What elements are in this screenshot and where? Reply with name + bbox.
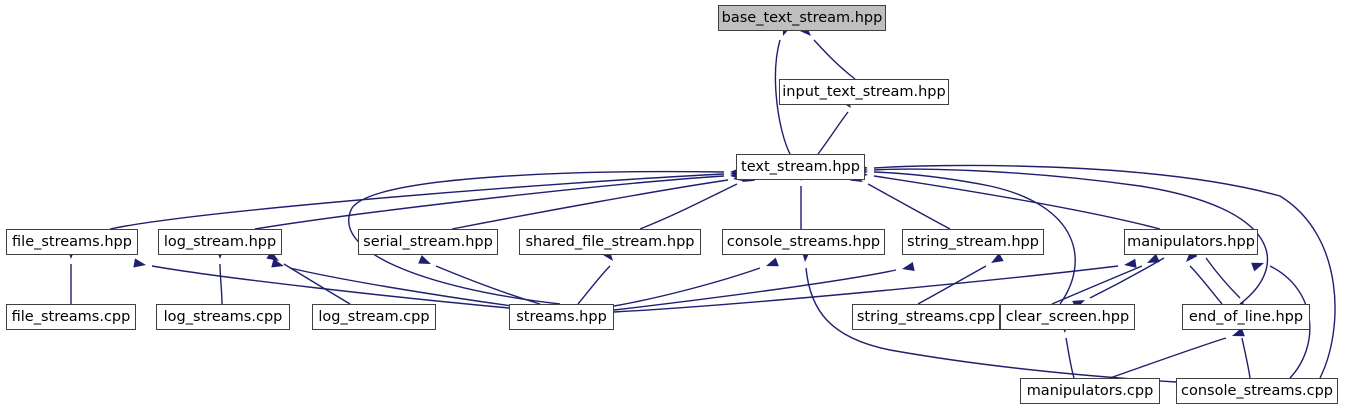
graph-edge	[1109, 337, 1227, 379]
graph-edge	[435, 265, 541, 305]
graph-node-label: manipulators.cpp	[1026, 382, 1154, 399]
graph-node-text-stream-hpp[interactable]: text_stream.hpp	[736, 154, 865, 180]
graph-edge-arrowhead	[266, 250, 279, 261]
graph-node-log-stream-hpp[interactable]: log_stream.hpp	[158, 229, 282, 255]
graph-edge	[451, 179, 729, 230]
graph-edge	[873, 175, 1161, 230]
graph-edge	[917, 265, 987, 305]
graph-node-streams-hpp[interactable]: streams.hpp	[509, 304, 614, 330]
graph-edge	[873, 164, 1336, 379]
graph-node-label: console_streams.cpp	[1180, 382, 1334, 399]
graph-edge	[774, 39, 791, 155]
graph-node-label: file_streams.hpp	[12, 233, 132, 250]
graph-node-console-streams-hpp[interactable]: console_streams.hpp	[722, 229, 885, 255]
graph-edge	[1205, 257, 1241, 299]
graph-edge-arrowhead	[418, 255, 431, 264]
graph-node-shared-file-stream-hpp[interactable]: shared_file_stream.hpp	[519, 229, 701, 255]
graph-node-label: string_streams.cpp	[856, 308, 996, 325]
graph-edge-arrowhead	[1251, 262, 1264, 272]
graph-node-input-text-stream-hpp[interactable]: input_text_stream.hpp	[779, 79, 949, 105]
graph-node-clear-screen-hpp[interactable]: clear_screen.hpp	[1000, 304, 1135, 330]
graph-edge-arrowhead	[133, 258, 146, 268]
graph-edge	[289, 267, 513, 307]
graph-node-label: string_stream.hpp	[907, 233, 1039, 250]
graph-node-label: manipulators.hpp	[1127, 233, 1255, 250]
graph-edge-arrowhead	[1147, 253, 1160, 263]
graph-edge	[283, 263, 351, 305]
graph-edge	[873, 168, 1269, 305]
graph-edge	[1189, 265, 1223, 305]
graph-node-label: base_text_stream.hpp	[721, 9, 883, 26]
graph-node-label: text_stream.hpp	[741, 158, 860, 175]
graph-node-label: shared_file_stream.hpp	[525, 233, 695, 250]
graph-edge	[219, 263, 223, 305]
graph-edge	[613, 269, 897, 311]
graph-edge	[805, 267, 1177, 383]
graph-edge-arrowhead	[991, 253, 1004, 263]
graph-edge	[817, 111, 849, 155]
graph-edge	[639, 183, 738, 230]
graph-node-log-stream-cpp[interactable]: log_stream.cpp	[312, 304, 436, 330]
graph-node-string-streams-cpp[interactable]: string_streams.cpp	[852, 304, 1000, 330]
graph-edge	[577, 265, 611, 305]
graph-edge	[254, 175, 725, 230]
graph-edge	[348, 170, 725, 305]
graph-node-file-streams-hpp[interactable]: file_streams.hpp	[6, 229, 138, 255]
graph-node-console-streams-cpp[interactable]: console_streams.cpp	[1176, 378, 1338, 404]
graph-edge	[1051, 265, 1143, 305]
graph-edge-arrowhead	[766, 257, 779, 267]
graph-node-manipulators-hpp[interactable]: manipulators.hpp	[1124, 229, 1258, 255]
graph-edge	[867, 183, 951, 230]
graph-edge	[151, 265, 510, 309]
graph-edge-arrowhead	[271, 258, 284, 268]
graph-node-label: log_stream.cpp	[318, 308, 430, 325]
graph-edge	[1065, 337, 1075, 379]
graph-node-label: end_of_line.hpp	[1188, 308, 1304, 325]
graph-node-label: serial_stream.hpp	[363, 233, 493, 250]
graph-node-serial-stream-hpp[interactable]: serial_stream.hpp	[358, 229, 498, 255]
graph-node-label: log_streams.cpp	[163, 308, 283, 325]
graph-node-label: log_stream.hpp	[163, 233, 277, 250]
graph-node-label: console_streams.hpp	[726, 233, 881, 250]
graph-node-end-of-line-hpp[interactable]: end_of_line.hpp	[1182, 304, 1310, 330]
graph-edge	[1089, 257, 1165, 299]
graph-edge-arrowhead	[902, 262, 915, 272]
graph-edge	[813, 39, 856, 80]
graph-edge	[109, 173, 725, 230]
graph-node-label: input_text_stream.hpp	[782, 83, 946, 100]
graph-node-file-streams-cpp[interactable]: file_streams.cpp	[6, 304, 136, 330]
graph-edge-arrowhead	[1124, 258, 1137, 268]
graph-edge	[613, 265, 1119, 313]
graph-node-label: streams.hpp	[516, 308, 607, 325]
graph-node-manipulators-cpp[interactable]: manipulators.cpp	[1020, 378, 1160, 404]
graph-node-label: file_streams.cpp	[11, 308, 131, 325]
graph-edge	[1241, 337, 1251, 379]
graph-edge	[613, 267, 761, 307]
graph-node-log-streams-cpp[interactable]: log_streams.cpp	[156, 304, 290, 330]
graph-node-string-stream-hpp[interactable]: string_stream.hpp	[902, 229, 1044, 255]
graph-edge-arrowhead	[1186, 250, 1198, 262]
graph-node-label: clear_screen.hpp	[1005, 308, 1130, 325]
graph-node-base-text-stream-hpp[interactable]: base_text_stream.hpp	[718, 5, 886, 31]
graph-edge	[873, 171, 1076, 305]
